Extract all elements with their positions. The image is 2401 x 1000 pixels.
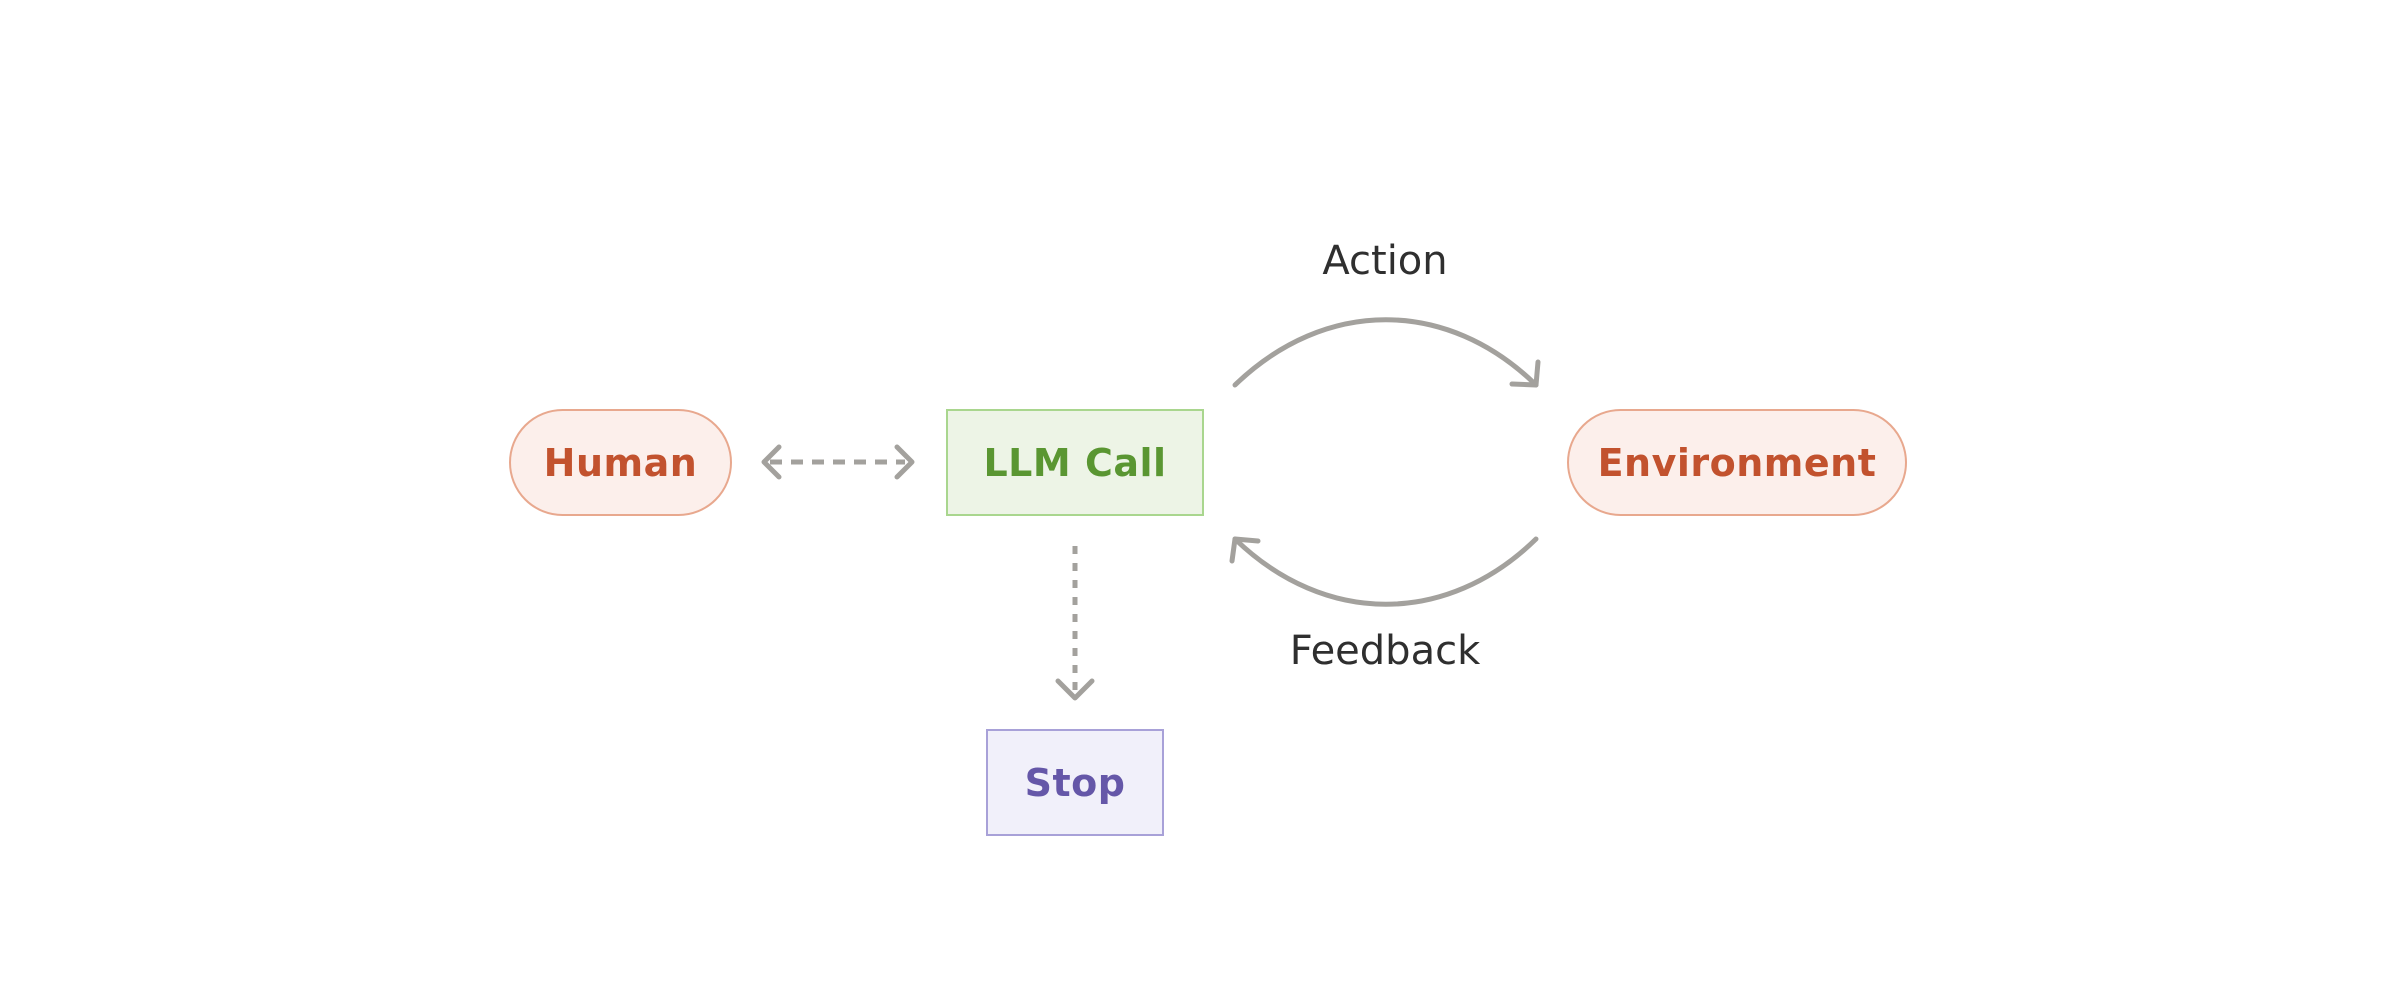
environment-node: Environment [1567,409,1907,516]
action-edge-label: Action [1322,238,1448,284]
action-arrow [1232,317,1541,388]
human-node-label: Human [543,440,698,485]
feedback-edge-label: Feedback [1289,628,1481,674]
llm-call-node-label: LLM Call [983,440,1167,485]
stop-node: Stop [986,729,1164,836]
human-node: Human [509,409,732,516]
environment-node-label: Environment [1597,440,1877,485]
llm-stop-arrow [1055,546,1095,701]
human-llm-arrow [761,444,915,480]
stop-node-label: Stop [1024,760,1126,805]
feedback-arrow [1229,536,1539,607]
llm-call-node: LLM Call [946,409,1204,516]
